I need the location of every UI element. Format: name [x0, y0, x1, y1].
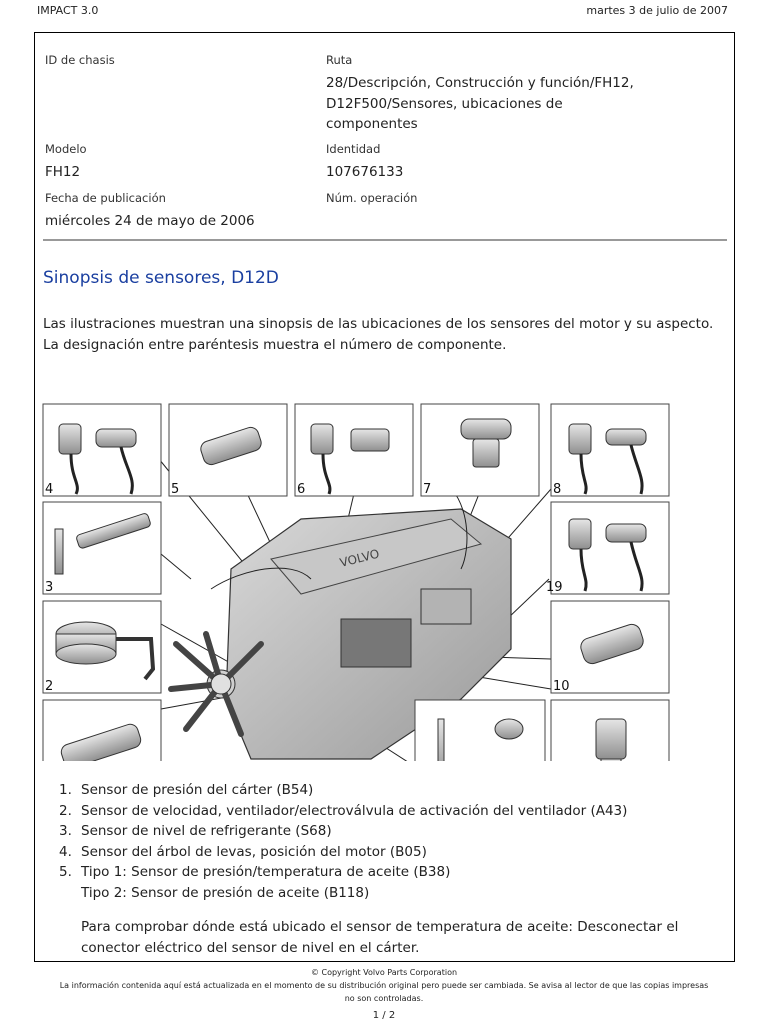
label-8: 8: [553, 482, 561, 497]
model-label: Modelo: [45, 142, 315, 156]
list-item: 5. Tipo 1: Sensor de presión/temperatura…: [59, 862, 719, 883]
label-4: 4: [45, 482, 53, 497]
chassis-label: ID de chasis: [45, 53, 315, 67]
list-item: 4. Sensor del árbol de levas, posición d…: [59, 842, 719, 863]
list-number: 5.: [59, 862, 81, 883]
publication-label: Fecha de publicación: [45, 191, 315, 205]
label-10: 10: [553, 679, 570, 694]
label-5: 5: [171, 482, 179, 497]
sensor-overview-illustration: VOLVO: [41, 369, 731, 761]
list-text: Sensor de nivel de refrigerante (S68): [81, 821, 332, 842]
list-item-continuation: Tipo 2: Sensor de presión de aceite (B11…: [59, 883, 719, 904]
label-2: 2: [45, 679, 53, 694]
oil-temperature-note: Para comprobar dónde está ubicado el sen…: [81, 917, 719, 959]
intro-paragraph: Las ilustraciones muestran una sinopsis …: [43, 314, 723, 356]
sensor-list: 1. Sensor de presión del cárter (B54) 2.…: [59, 780, 719, 959]
model-cell: Modelo FH12: [45, 142, 315, 183]
list-text: Sensor de velocidad, ventilador/electrov…: [81, 801, 627, 822]
chassis-cell: ID de chasis: [45, 53, 315, 73]
publication-value: miércoles 24 de mayo de 2006: [45, 211, 315, 232]
list-text: Tipo 1: Sensor de presión/temperatura de…: [81, 862, 450, 883]
list-number: 1.: [59, 780, 81, 801]
route-cell: Ruta 28/Descripción, Construcción y func…: [326, 53, 656, 135]
label-3: 3: [45, 580, 53, 595]
identity-cell: Identidad 107676133: [326, 142, 656, 183]
identity-label: Identidad: [326, 142, 656, 156]
list-number: 2.: [59, 801, 81, 822]
route-label: Ruta: [326, 53, 656, 67]
page-number: 1 / 2: [0, 1010, 768, 1021]
label-7: 7: [423, 482, 431, 497]
operation-cell: Núm. operación: [326, 191, 656, 211]
document-frame: ID de chasis Ruta 28/Descripción, Constr…: [34, 32, 735, 962]
label-6: 6: [297, 482, 305, 497]
route-value: 28/Descripción, Construcción y función/F…: [326, 73, 656, 135]
disclaimer-text: La información contenida aquí está actua…: [40, 979, 728, 1005]
list-number: 3.: [59, 821, 81, 842]
identity-value: 107676133: [326, 162, 656, 183]
model-value: FH12: [45, 162, 315, 183]
list-item: 3. Sensor de nivel de refrigerante (S68): [59, 821, 719, 842]
app-name: IMPACT 3.0: [37, 4, 98, 17]
footer: © Copyright Volvo Parts Corporation La i…: [40, 966, 728, 1005]
page-title: Sinopsis de sensores, D12D: [43, 268, 279, 288]
list-text: Sensor del árbol de levas, posición del …: [81, 842, 427, 863]
list-text: Sensor de presión del cárter (B54): [81, 780, 313, 801]
publication-cell: Fecha de publicación miércoles 24 de may…: [45, 191, 315, 232]
list-item: 2. Sensor de velocidad, ventilador/elect…: [59, 801, 719, 822]
sensor-box-12: [415, 700, 545, 761]
print-date: martes 3 de julio de 2007: [586, 4, 728, 17]
label-19: 19: [546, 580, 563, 595]
list-item: 1. Sensor de presión del cárter (B54): [59, 780, 719, 801]
operation-label: Núm. operación: [326, 191, 656, 205]
sensor-box-19: [551, 502, 669, 594]
list-number: 4.: [59, 842, 81, 863]
copyright-line: © Copyright Volvo Parts Corporation: [40, 966, 728, 979]
list-text: Tipo 2: Sensor de presión de aceite (B11…: [81, 883, 369, 904]
section-divider: [43, 239, 727, 241]
